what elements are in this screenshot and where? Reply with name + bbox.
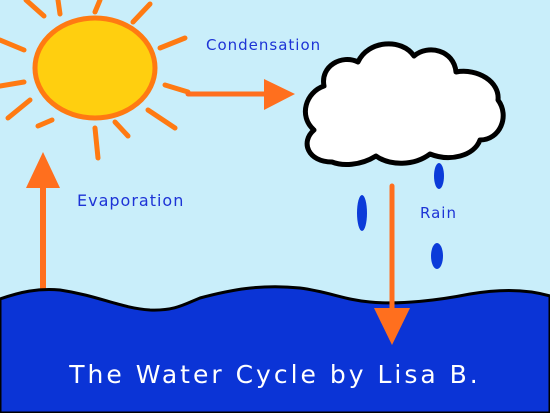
rain-label: Rain <box>420 204 457 222</box>
condensation-label: Condensation <box>206 36 322 54</box>
diagram-title: The Water Cycle by Lisa B. <box>69 360 481 389</box>
sun-rays <box>0 0 191 161</box>
rain-drops <box>357 163 444 269</box>
sun <box>32 15 158 121</box>
evaporation-label: Evaporation <box>77 191 185 210</box>
rain-drop <box>431 243 443 269</box>
condensation-arrow <box>185 79 295 110</box>
rain-arrow <box>374 183 410 345</box>
rain-drop <box>357 195 367 231</box>
cloud <box>302 41 506 167</box>
rain-drop <box>434 163 444 189</box>
water <box>0 285 550 413</box>
